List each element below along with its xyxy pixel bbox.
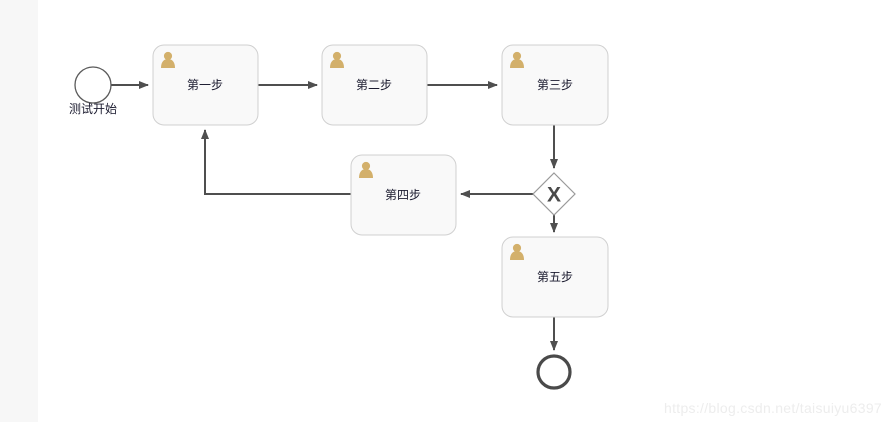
task3-box[interactable] xyxy=(501,44,609,126)
exclusive-gateway[interactable]: X xyxy=(532,172,576,216)
task1-label: 第一步 xyxy=(187,78,223,92)
sequence-flows xyxy=(111,81,558,351)
gateway-diamond-shape[interactable] xyxy=(532,172,576,216)
task5-label: 第五步 xyxy=(537,270,573,284)
task4-box[interactable] xyxy=(350,154,457,236)
end-event-circle[interactable] xyxy=(536,354,572,390)
task1-box[interactable] xyxy=(152,44,259,126)
watermark-text: https://blog.csdn.net/taisuiyu6397 xyxy=(663,400,882,416)
end-event[interactable] xyxy=(536,354,572,390)
task-node-task5[interactable]: 第五步 xyxy=(501,236,609,318)
task2-label: 第二步 xyxy=(356,78,392,92)
start-event-circle[interactable] xyxy=(74,66,112,104)
task2-box[interactable] xyxy=(321,44,428,126)
gateway-x-icon: X xyxy=(547,184,561,207)
flow-task4-task1[interactable] xyxy=(201,129,351,195)
task-node-task2[interactable]: 第二步 xyxy=(321,44,428,126)
start-event[interactable]: 测试开始 xyxy=(69,66,117,116)
left-panel-strip xyxy=(0,0,38,422)
task-node-task3[interactable]: 第三步 xyxy=(501,44,609,126)
task-node-task4[interactable]: 第四步 xyxy=(350,154,457,236)
task4-label: 第四步 xyxy=(385,188,421,202)
task-node-task1[interactable]: 第一步 xyxy=(152,44,259,126)
task3-label: 第三步 xyxy=(537,78,573,92)
task5-box[interactable] xyxy=(501,236,609,318)
start-event-label: 测试开始 xyxy=(69,101,117,116)
